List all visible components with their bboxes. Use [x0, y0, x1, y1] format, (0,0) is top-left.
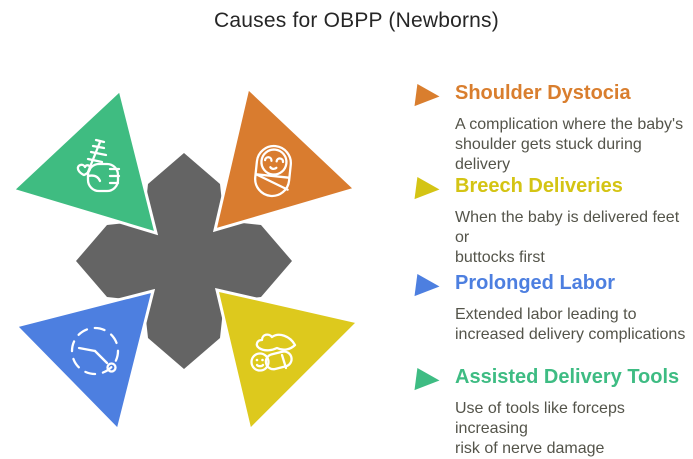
clock-icon — [70, 326, 120, 376]
legend: Shoulder Dystocia A complication where t… — [413, 0, 693, 457]
legend-item-title: Assisted Delivery Tools — [455, 366, 680, 388]
segment-shoulder-dystocia — [212, 85, 358, 233]
triangle-top-left — [10, 87, 159, 236]
legend-item-description: A complication where the baby's shoulder… — [455, 116, 684, 173]
causes-diagram — [10, 85, 361, 433]
segment-assisted-delivery-tools — [10, 87, 159, 236]
legend-item-breech-deliveries: Breech Deliveries When the baby is deliv… — [413, 173, 693, 268]
triangle-bullet-icon — [414, 176, 440, 200]
triangle-bullet-icon — [414, 367, 440, 391]
segment-prolonged-labor — [13, 288, 156, 433]
hand-over-baby-icon — [250, 333, 297, 372]
legend-item-title: Shoulder Dystocia — [455, 82, 631, 104]
triangle-bottom-left — [13, 288, 156, 433]
legend-item-prolonged-labor: Prolonged Labor Extended labor leading t… — [413, 270, 693, 345]
fist-holding-instrument-icon — [76, 138, 121, 193]
legend-item-shoulder-dystocia: Shoulder Dystocia A complication where t… — [413, 80, 693, 175]
legend-item-description: When the baby is delivered feet or butto… — [455, 209, 680, 266]
legend-item-title: Breech Deliveries — [455, 175, 623, 197]
legend-item-assisted-delivery-tools: Assisted Delivery Tools Use of tools lik… — [413, 364, 693, 459]
triangle-bullet-icon — [414, 83, 440, 107]
triangle-bottom-right — [214, 288, 361, 433]
legend-item-description: Use of tools like forceps increasing ris… — [455, 400, 625, 457]
page-title: Causes for OBPP (Newborns) — [214, 9, 499, 32]
triangle-bullet-icon — [414, 273, 440, 297]
center-cross-shape — [76, 153, 292, 369]
legend-item-title: Prolonged Labor — [455, 272, 615, 294]
segment-breech-deliveries — [214, 288, 361, 433]
swaddled-baby-icon — [254, 144, 292, 198]
legend-item-description: Extended labor leading to increased deli… — [455, 306, 686, 343]
